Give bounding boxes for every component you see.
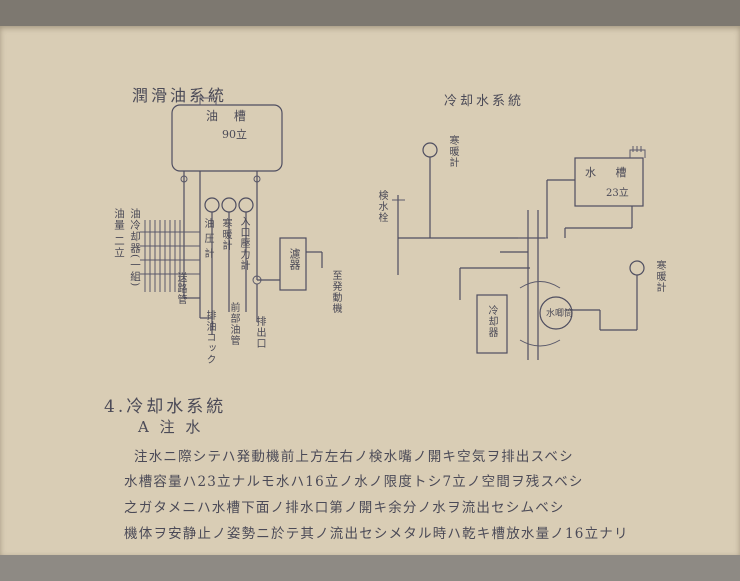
oil-tank-cap [199,97,217,106]
return-line-label: 前部油管 [228,302,239,346]
system-diagrams [140,97,646,360]
thermometer-right [629,260,645,276]
inlet-pressure-label: 入口壓力計 [238,216,249,271]
outlet-thermometer-label: 寒暖計 [654,260,665,293]
cooling-diagram [392,142,646,360]
oil-cooler-capacity: 油量 二立 [113,208,125,259]
body-line-3: 之ガタメニハ水槽下面ノ排水口第ノ開キ余分ノ水ヲ流出セシムベシ [124,500,565,516]
outlet-label: 排出口 [254,316,265,349]
return-pipe-label: 送路管 [175,272,186,305]
inlet-pressure-gauge [221,197,237,213]
water-pump-label: 水唧筒 [546,309,574,319]
water-tank-label: 水 槽 [585,166,635,179]
oil-cooler-fins [140,220,200,292]
water-tank-capacity: 23立 [606,188,629,199]
oil-filter-label: 濾器 [288,248,301,270]
cooling-thermometer-label: 寒暖計 [447,135,458,168]
oil-pressure-label: 油 圧 計 [202,218,213,260]
lubrication-title: 潤滑油系統 [132,86,228,105]
drain-cock-label: 排油コック [204,310,215,365]
oil-filter-shape [279,237,307,291]
water-cooler-label: 冷却器 [486,305,497,338]
to-engine-label: 至発動機 [330,270,341,314]
body-line-4: 機体ヲ安静止ノ姿勢ニ於テ其ノ流出セシメタル時ハ乾キ槽放水量ノ16立ナリ [124,526,629,542]
oil-thermometer-label: 寒暖計 [220,218,231,251]
thermometer-top [422,142,438,158]
check-valve-label: 検水栓 [376,190,387,223]
oil-pressure-gauge [204,197,220,213]
oil-tank-capacity: 90立 [222,128,247,141]
water-pump-shape [539,296,573,330]
page-content: 潤滑油系統 油 槽 90立 油冷却器(一組) 油量 二立 油 圧 計 入口壓力計… [0,60,740,581]
oil-tank-shape [171,104,283,172]
water-tank-shape [574,157,644,207]
subsection-heading: A 注 水 [138,418,204,436]
section-heading: 4.冷却水系統 [104,397,227,417]
water-cooler-shape [476,294,508,354]
oil-tank-label: 油 槽 [206,109,252,123]
document-sheet: 潤滑油系統 油 槽 90立 油冷却器(一組) 油量 二立 油 圧 計 入口壓力計… [0,26,740,555]
body-line-1: 注水ニ際シテハ発動機前上方左右ノ検水嘴ノ開キ空気ヲ排出スベシ [134,449,574,465]
body-line-2: 水槽容量ハ23立ナルモ水ハ16立ノ水ノ限度トシ7立ノ空間ヲ残スベシ [124,474,584,490]
lubrication-diagram [140,97,323,335]
oil-cooler-label: 油冷却器(一組) [129,208,141,288]
cooling-title: 冷却水系統 [444,94,525,109]
oil-thermometer [238,197,254,213]
